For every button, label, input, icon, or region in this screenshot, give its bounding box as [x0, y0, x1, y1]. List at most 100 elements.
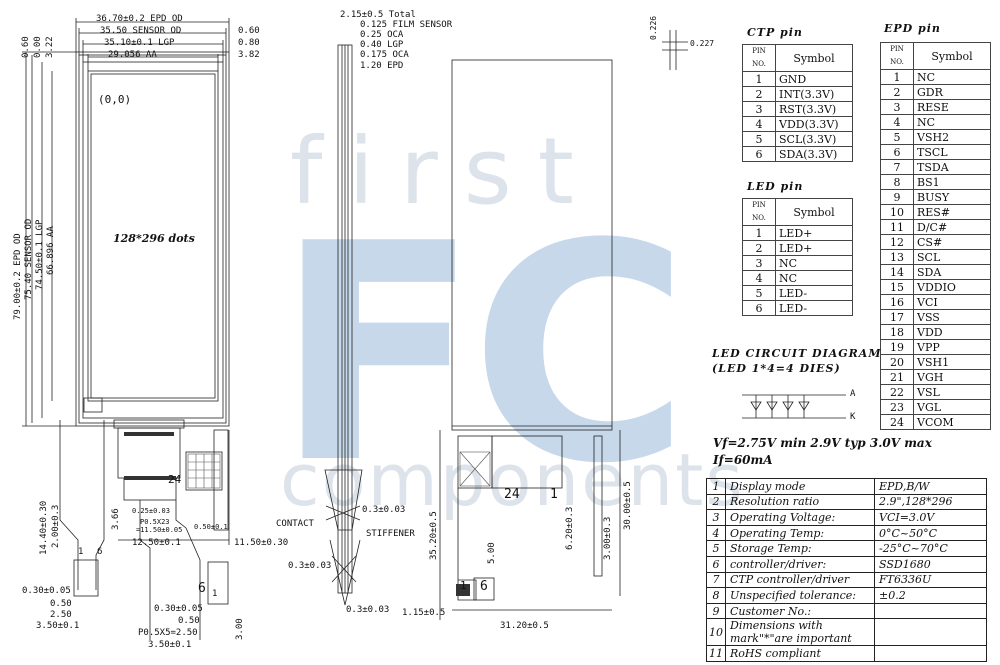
side-dim-2: 0.3±0.03 [288, 561, 332, 571]
pin-symbol: LED- [775, 300, 853, 316]
pin-number: 17 [880, 309, 914, 325]
dim-aa: 29.056 AA [108, 50, 157, 60]
back-dim-5: 1.15±0.5 [402, 608, 446, 618]
spec-key: Operating Temp: [725, 524, 875, 542]
spec-value [874, 645, 987, 662]
dim-b-4: P0.5X23 [140, 518, 170, 526]
side-film: 0.125 FILM SENSOR [360, 20, 453, 30]
dim-sensor-od: 35.50 SENSOR OD [100, 26, 182, 36]
epd-head-pin: PIN NO. [880, 42, 914, 70]
dim-lgp: 35.10±0.1 LGP [104, 38, 175, 48]
pin-number: 4 [742, 116, 776, 132]
dim-b-2: 3.66 [111, 508, 121, 530]
pin-symbol: TSCL [913, 144, 991, 160]
pin-number: 23 [880, 399, 914, 415]
pin-symbol: NC [913, 69, 991, 85]
pin-symbol: VSH2 [913, 129, 991, 145]
dim-v-lgp: 74.50±0.1 LGP [35, 219, 45, 290]
pin-symbol: LED- [775, 285, 853, 301]
back-pin-6: 6 [480, 579, 488, 594]
led-circuit-subtitle: (LED 1*4=4 DIES) [712, 362, 841, 375]
spec-key: CTP controller/driver [725, 571, 875, 589]
back-dim-0: 35.20±0.5 [429, 511, 439, 560]
epd-title: EPD pin [884, 22, 941, 35]
dim-b-5: =11.50±0.05 [136, 526, 183, 534]
pin-number: 5 [880, 129, 914, 145]
pin-symbol: BUSY [913, 189, 991, 205]
back-dim-2: 30.00±0.5 [623, 481, 633, 530]
pin-symbol: CS# [913, 234, 991, 250]
pin-number: 22 [880, 384, 914, 400]
pin-number: 1 [742, 225, 776, 241]
pin-number: 16 [880, 294, 914, 310]
fpc-pin-1b: 1 [212, 589, 218, 599]
pin-symbol: VDD(3.3V) [775, 116, 853, 132]
pin-number: 8 [880, 174, 914, 190]
dim-b-9: 0.30±0.05 [22, 586, 71, 596]
back-dim-1: 6.20±0.3 [565, 506, 575, 550]
back-pin-1b: 1 [460, 579, 467, 592]
dim-b-8: 11.50±0.30 [234, 538, 289, 548]
watermark-first: first [290, 118, 600, 225]
spec-index: 1 [706, 478, 726, 495]
spec-index: 6 [706, 555, 726, 573]
pin-symbol: D/C# [913, 219, 991, 235]
pin-symbol: RES# [913, 204, 991, 220]
dim-b-17: 3.00 [235, 618, 245, 640]
back-pin-1: 1 [550, 487, 558, 502]
side-oca2: 0.175 OCA [360, 50, 409, 60]
led-circuit-title: LED CIRCUIT DIAGRAM [712, 347, 882, 360]
pin-number: 5 [742, 131, 776, 147]
pin-number: 2 [880, 84, 914, 100]
spec-index: 7 [706, 571, 726, 589]
spec-key: Customer No.: [725, 602, 875, 620]
pin-number: 20 [880, 354, 914, 370]
pin-number: 3 [742, 101, 776, 117]
dim-b-1: 2.00±0.3 [51, 504, 61, 548]
spec-key: Display mode [725, 478, 875, 495]
dim-v-sensor: 75.40 SENSOR OD [24, 218, 34, 300]
dim-b-13: 0.30±0.05 [154, 604, 203, 614]
pin-number: 13 [880, 249, 914, 265]
ctp-title: CTP pin [747, 26, 803, 39]
pin-number: 10 [880, 204, 914, 220]
pin-number: 24 [880, 414, 914, 430]
dim-v-aa: 66.896 AA [46, 226, 56, 275]
watermark-components: components [280, 438, 745, 522]
spec-value: 2.9",128*296 [874, 493, 987, 511]
pin-symbol: VCI [913, 294, 991, 310]
origin-label: (0,0) [98, 93, 132, 106]
spec-key: Resolution ratio [725, 493, 875, 511]
pin-symbol: LED+ [775, 225, 853, 241]
pin-number: 3 [880, 99, 914, 115]
